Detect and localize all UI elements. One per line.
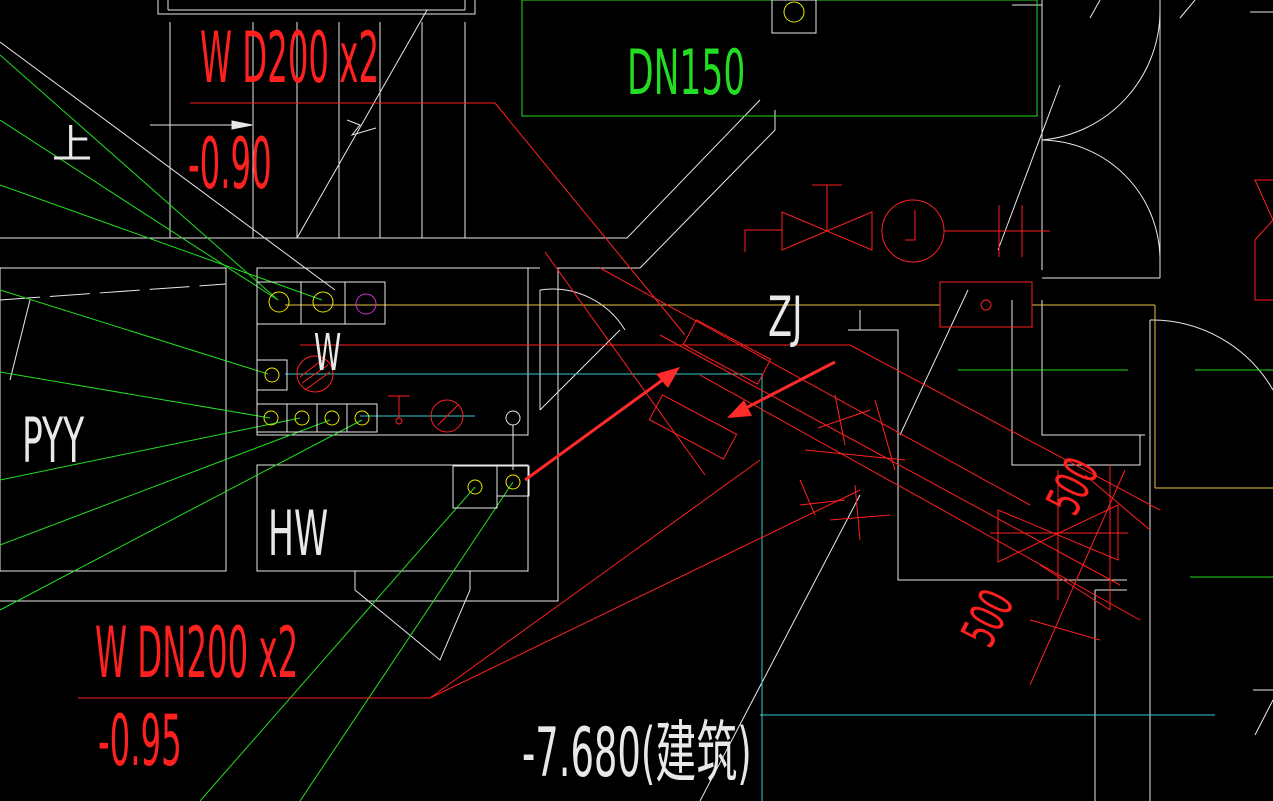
annotation-arrow-up <box>524 367 680 482</box>
red-flange-boxes <box>648 319 772 460</box>
dimension-label-lower: 500 <box>950 581 1025 656</box>
pipe-riser-circles <box>256 0 817 509</box>
red-pipe-lines <box>78 102 1273 699</box>
w-small-label: W <box>314 323 341 382</box>
elevation-label-top: -0.90 <box>188 124 272 206</box>
pyy-label: PYY <box>22 405 85 477</box>
zj-label: ZJ <box>768 286 802 349</box>
annotation-arrows <box>524 360 836 482</box>
pipe-label-top: W D200 x2 <box>200 18 379 100</box>
yellow-pipe-lines <box>285 304 1273 489</box>
annotation-arrow-down <box>727 360 836 418</box>
dn150-label: DN150 <box>627 37 745 109</box>
building-elevation-label: -7.680(建筑) <box>522 714 752 793</box>
cyan-pipe-lines <box>285 373 1215 801</box>
up-mark-label: 上 <box>52 122 92 168</box>
elevation-label-bottom: -0.95 <box>98 701 182 783</box>
pipe-label-bottom: W DN200 x2 <box>95 613 298 695</box>
dimension-label-upper: 500 <box>1035 449 1110 524</box>
hw-label: HW <box>268 498 328 570</box>
